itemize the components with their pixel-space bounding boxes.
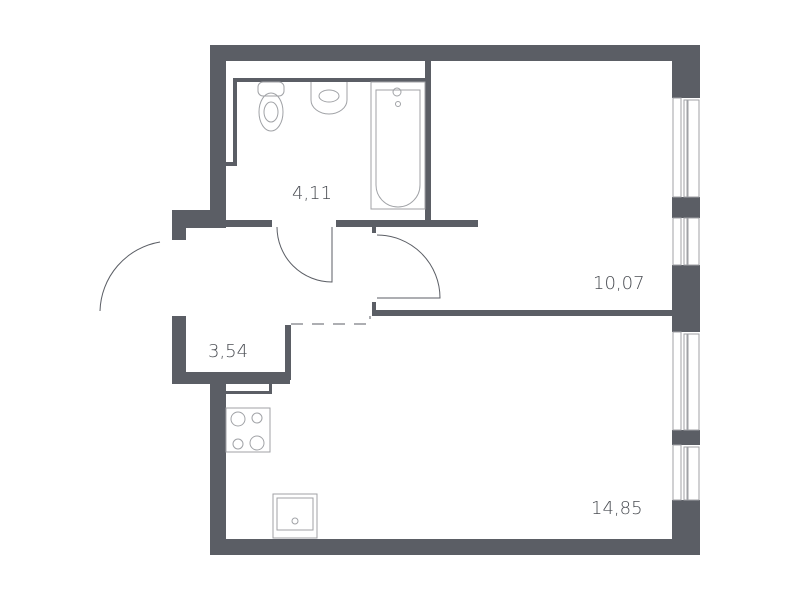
living-kitchen-area-label: 14,85 bbox=[591, 498, 643, 519]
walls bbox=[172, 45, 700, 555]
windows bbox=[672, 97, 700, 501]
kitchen-sink-icon bbox=[272, 493, 318, 539]
doors bbox=[99, 226, 441, 325]
hallway-area-label: 3,54 bbox=[208, 341, 248, 362]
room-labels: 4,11 10,07 3,54 14,85 bbox=[208, 183, 645, 519]
bedroom-door-swing bbox=[376, 234, 441, 299]
bathtub-icon bbox=[370, 81, 426, 210]
bedroom-area-label: 10,07 bbox=[593, 273, 645, 294]
toilet-icon bbox=[257, 81, 285, 132]
entrance-door-swing bbox=[99, 241, 161, 312]
stove-icon bbox=[225, 407, 271, 453]
bathroom-door-swing bbox=[276, 226, 333, 283]
kitchen-opening-dashed bbox=[291, 316, 371, 325]
bathroom-area-label: 4,11 bbox=[292, 183, 332, 204]
fixtures bbox=[225, 81, 426, 539]
sink-icon bbox=[310, 82, 348, 115]
